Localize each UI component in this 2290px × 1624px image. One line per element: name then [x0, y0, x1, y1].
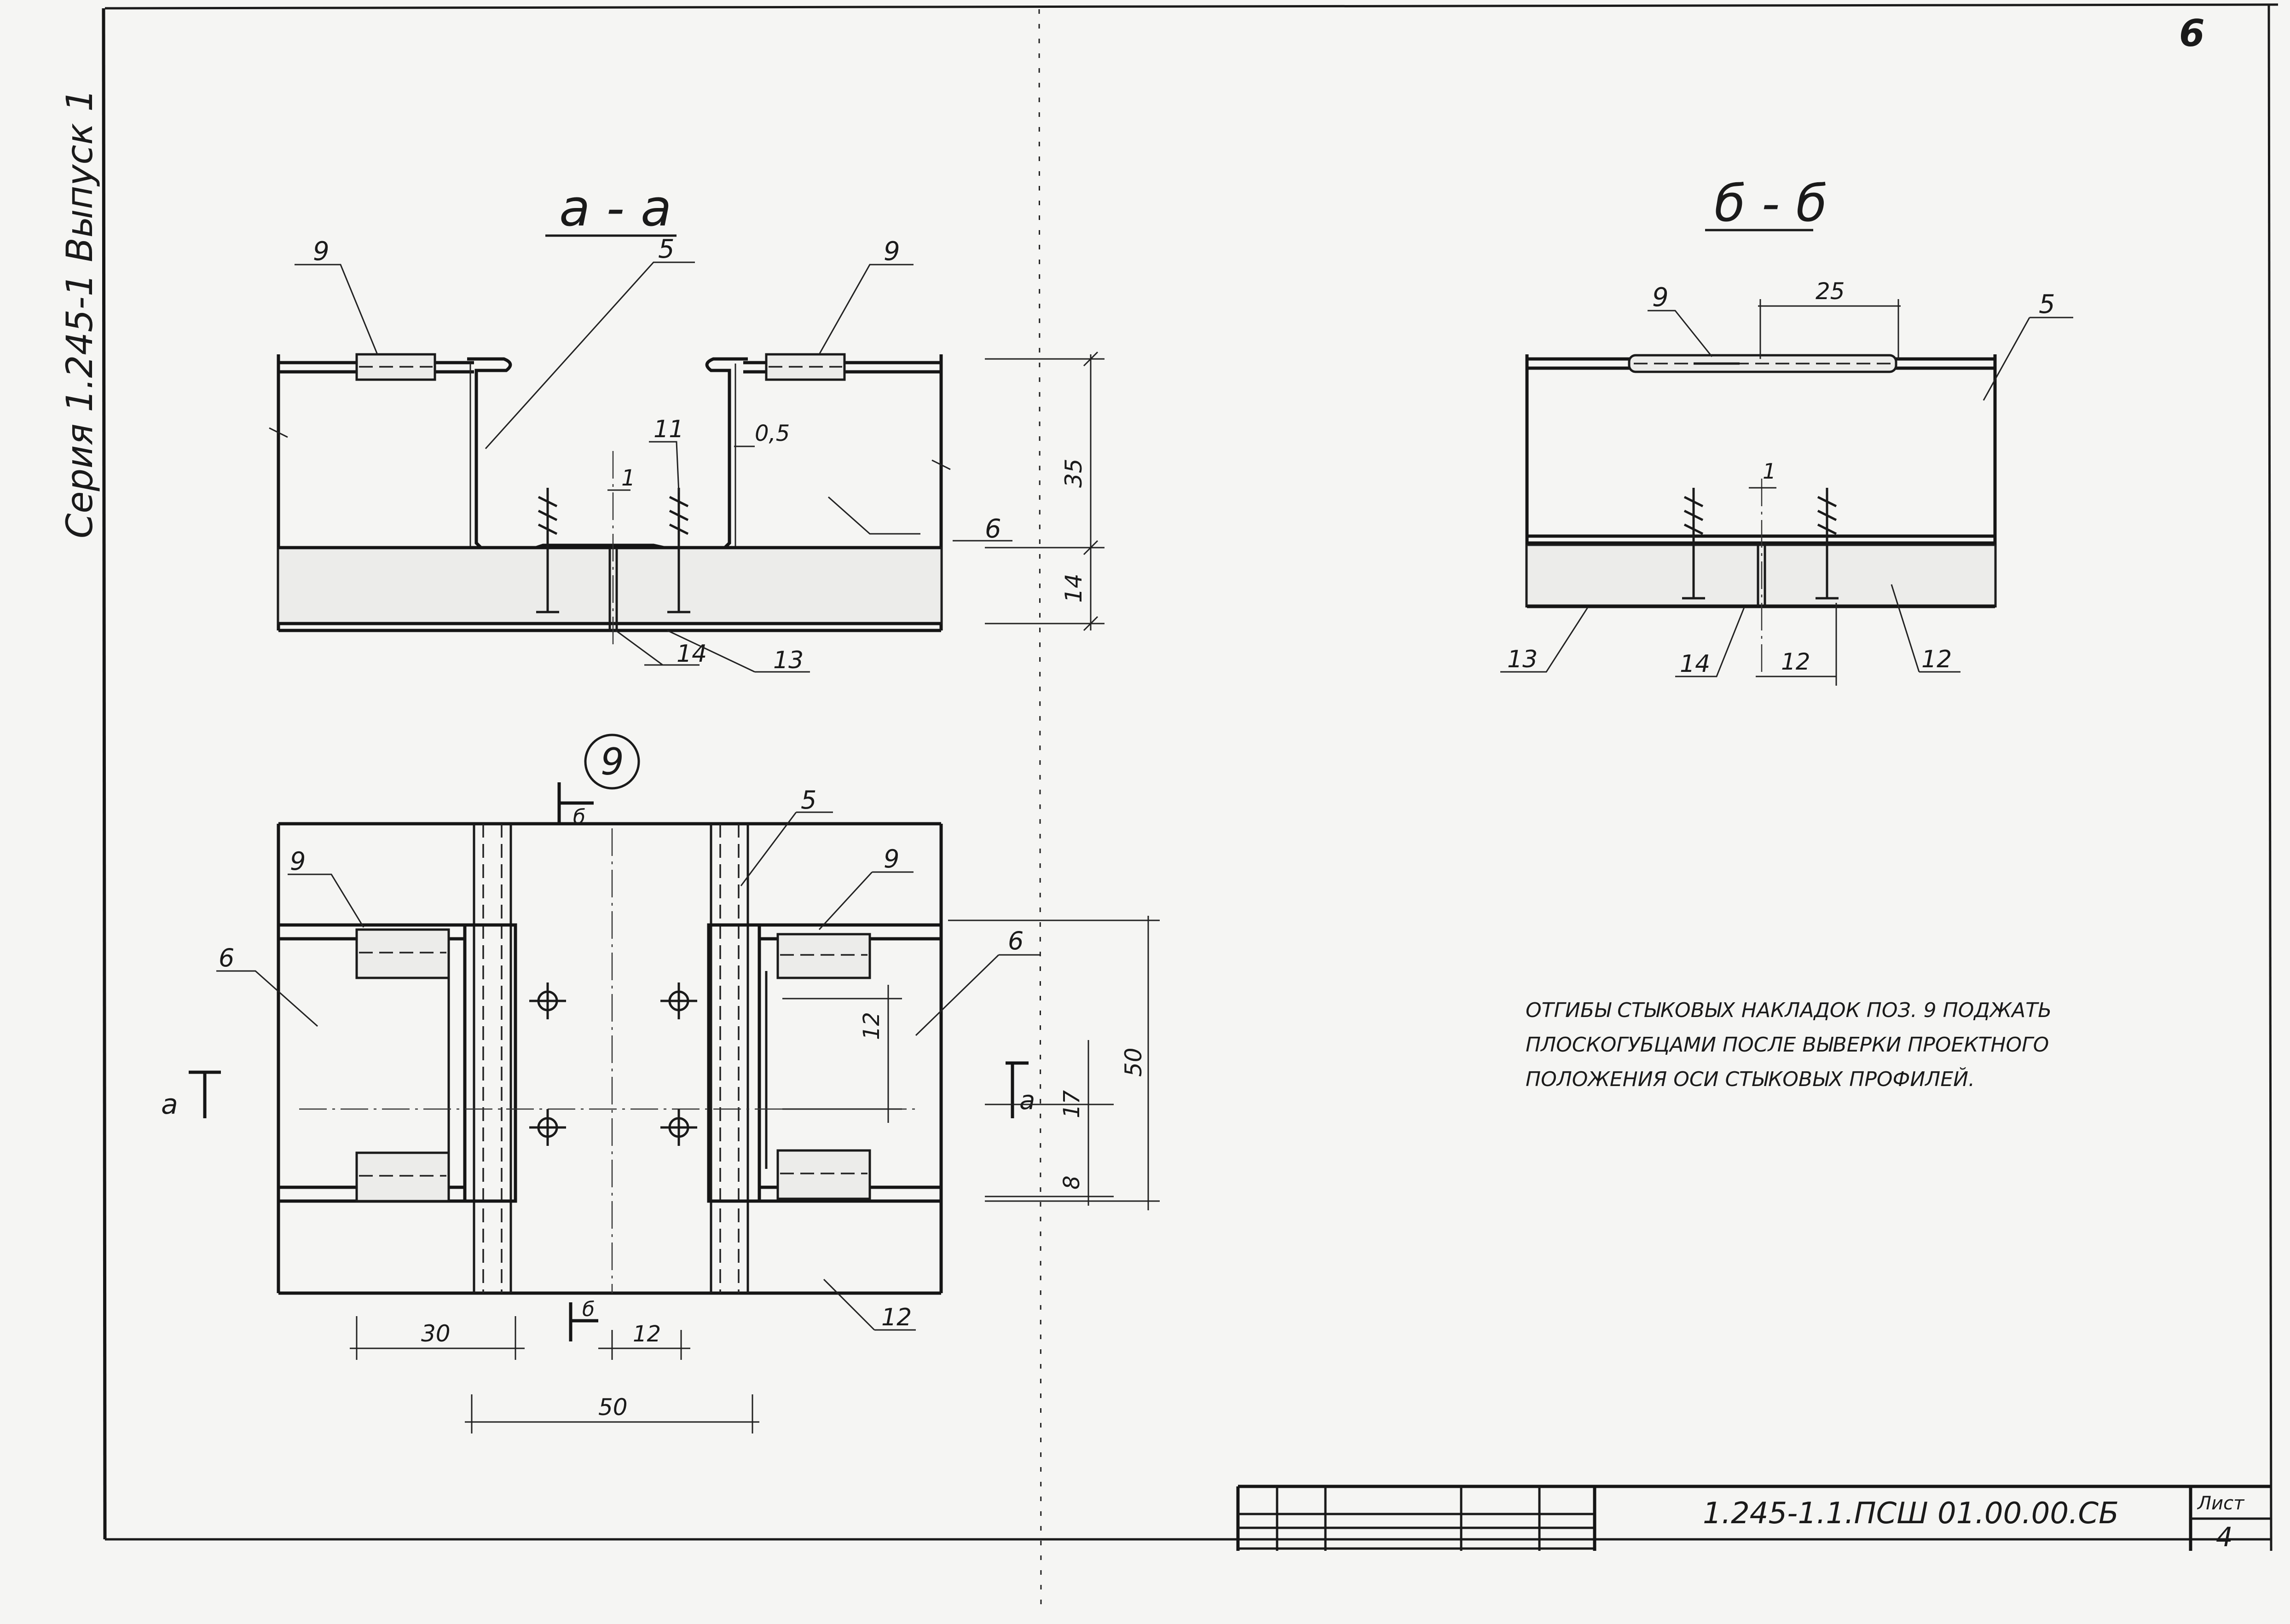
- cut-a-right: а: [1019, 1086, 1035, 1115]
- section-aa: а - а: [269, 179, 1105, 674]
- title-block: 1.245-1.1.ПСШ 01.00.00.СБ Лист 4: [1236, 1485, 2271, 1553]
- node-pos-5: 5: [801, 786, 816, 815]
- node-dim-50-horiz: 50: [598, 1394, 628, 1421]
- assembly-note: ОТГИБЫ СТЫКОВЫХ НАКЛАДОК ПОЗ. 9 ПОДЖАТЬ …: [1526, 999, 2052, 1091]
- bb-pos-9: 9: [1652, 283, 1669, 312]
- node-pos-9-left: 9: [290, 847, 306, 876]
- bb-dim-25: 25: [1816, 278, 1845, 305]
- aa-pos-11: 11: [653, 416, 684, 443]
- aa-pos-9-left: 9: [313, 237, 330, 266]
- section-bb-title: б - б: [1714, 174, 1827, 233]
- node-pos-9-right: 9: [884, 844, 899, 873]
- node-callout-circle: [584, 734, 640, 790]
- drawing-designation: 1.245-1.1.ПСШ 01.00.00.СБ: [1703, 1497, 2119, 1531]
- bb-pos-14: 14: [1680, 650, 1710, 678]
- bb-pos-5: 5: [2039, 289, 2055, 319]
- cut-b-top: б: [573, 805, 585, 829]
- node-dim-17: 17: [1059, 1090, 1085, 1118]
- aa-dim-35: 35: [1060, 458, 1087, 488]
- cut-a-left: а: [161, 1088, 178, 1121]
- page-number: 6: [2179, 12, 2205, 55]
- node-pos-6-left: 6: [219, 943, 234, 972]
- aa-pos-5: 5: [658, 234, 675, 264]
- node-dim-50-vert: 50: [1120, 1047, 1147, 1077]
- node-dim-12-vert: 12: [859, 1012, 885, 1040]
- section-bb: б - б 1 25 9 5: [1500, 174, 2073, 686]
- aa-gap-label: 1: [621, 465, 636, 491]
- node-9-plan: 9: [161, 734, 1160, 1433]
- side-stamp: Серия 1.245-1 Выпуск 1: [59, 89, 101, 538]
- node-dim-8: 8: [1059, 1175, 1085, 1190]
- node-9-callout: 9: [601, 740, 624, 783]
- sheet-label: Лист: [2197, 1493, 2245, 1514]
- cut-b-bottom: б: [582, 1298, 595, 1321]
- sheet-number: 4: [2216, 1521, 2233, 1553]
- section-aa-title: а - а: [559, 179, 671, 237]
- aa-pos-9-right: 9: [884, 237, 900, 266]
- bb-pos-12: 12: [1921, 646, 1952, 673]
- note-line-1: ОТГИБЫ СТЫКОВЫХ НАКЛАДОК ПОЗ. 9 ПОДЖАТЬ: [1526, 999, 2052, 1022]
- node-dim-12-horiz: 12: [633, 1321, 661, 1347]
- aa-thickness: 0,5: [755, 421, 790, 446]
- bb-gap-label: 1: [1763, 459, 1776, 484]
- node-pos-12: 12: [881, 1304, 912, 1331]
- note-line-2: ПЛОСКОГУБЦАМИ ПОСЛЕ ВЫВЕРКИ ПРОЕКТНОГО: [1526, 1033, 2049, 1057]
- node-dim-30: 30: [421, 1320, 451, 1347]
- bb-pos-13: 13: [1507, 646, 1538, 673]
- aa-pos-14: 14: [677, 640, 707, 668]
- bb-dim-12: 12: [1781, 648, 1810, 675]
- aa-pos-13: 13: [773, 647, 804, 674]
- sheet-frame: [102, 3, 2278, 1611]
- aa-pos-6: 6: [985, 514, 1001, 544]
- node-pos-6-right: 6: [1008, 926, 1024, 955]
- aa-dim-14: 14: [1060, 573, 1087, 603]
- note-line-3: ПОЛОЖЕНИЯ ОСИ СТЫКОВЫХ ПРОФИЛЕЙ.: [1526, 1067, 1975, 1091]
